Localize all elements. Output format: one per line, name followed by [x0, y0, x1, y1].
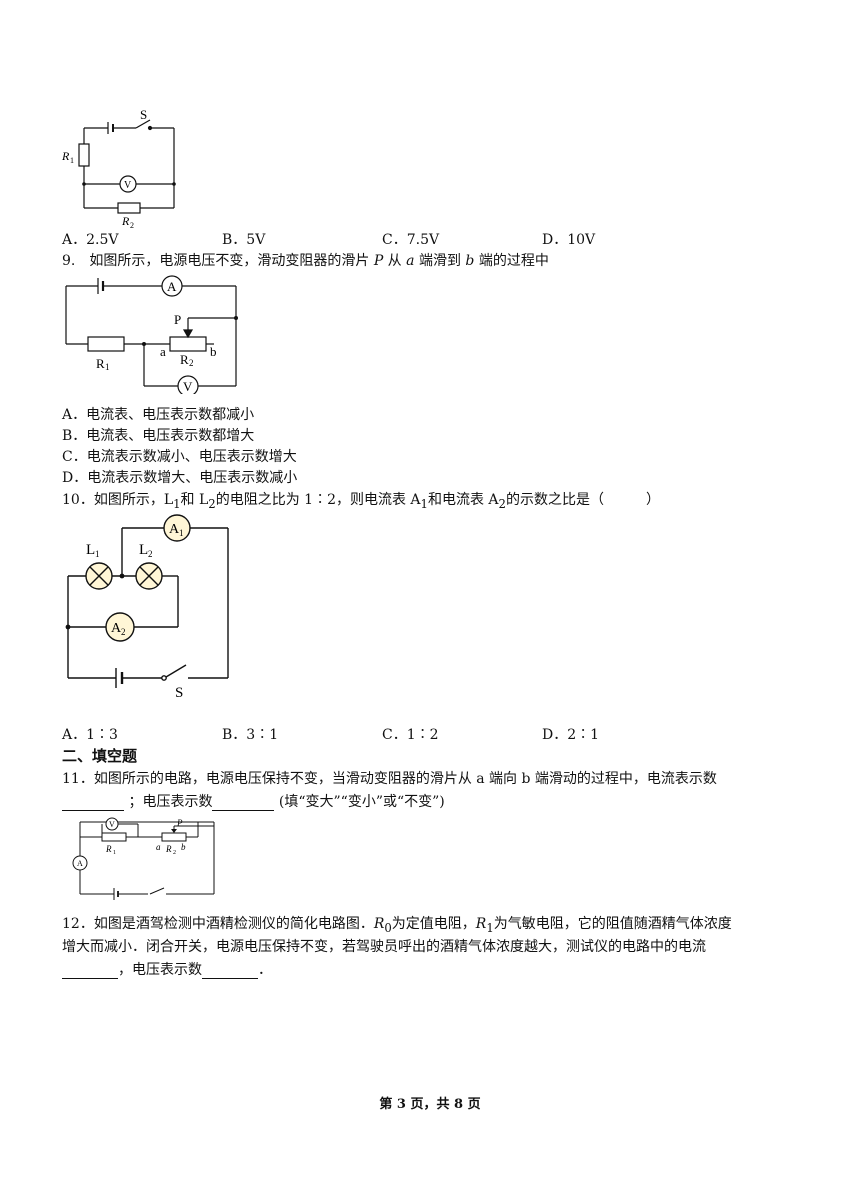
q8-label-s: S	[140, 108, 147, 122]
q8-switch	[135, 119, 151, 129]
q10-question-stem: 10．如图所示，L1和 L2的电阻之比为 1∶2，则电流表 A1和电流表 A2的…	[62, 492, 660, 511]
q8-option-a: A．2.5V	[62, 232, 119, 248]
q9-r1-resistor	[87, 336, 125, 352]
q11-answer-blank-1[interactable]	[62, 794, 124, 811]
q8-option-d: D．10V	[542, 232, 596, 248]
q8-option-b: B．5V	[222, 232, 266, 248]
q11-label-b-end: b	[181, 842, 186, 852]
q10-label-l2: L	[139, 542, 148, 558]
q11-r1-resistor	[101, 832, 127, 842]
svg-text:1: 1	[105, 362, 110, 372]
q8-label-r1: R	[61, 149, 70, 163]
q9-option-c: C．电流表示数减小、电压表示数增大	[62, 449, 297, 465]
q9-label-a: A	[167, 279, 177, 294]
q9-option-b: B．电流表、电压表示数都增大	[62, 428, 255, 444]
q9-option-a: A．电流表、电压表示数都减小	[62, 407, 255, 423]
q11-label-r2: R	[165, 844, 172, 854]
q8-option-c: C．7.5V	[382, 232, 440, 248]
q10-circuit-diagram: A 1 L 1 L 2 A 2 S	[65, 514, 229, 701]
q11-question-stem-line1: 11．如图所示的电路，电源电压保持不变，当滑动变阻器的滑片从 a 端向 b 端滑…	[62, 771, 717, 787]
q12-question-stem-line1: 12．如图是酒驾检测中酒精检测仪的简化电路图．R0为定值电阻，R1为气敏电阻，它…	[62, 916, 732, 935]
q10-option-a: A．1∶3	[62, 727, 118, 743]
q9-slider-arrow	[182, 329, 194, 339]
q9-label-p: P	[174, 312, 181, 327]
svg-text:2: 2	[121, 627, 126, 637]
q11-label-r1: R	[105, 844, 112, 854]
q9-label-v: V	[183, 379, 193, 394]
q9-label-r2: R	[180, 352, 189, 367]
q11-r2-rheostat	[161, 832, 187, 842]
q11-label-a-end: a	[156, 842, 161, 852]
q11-switch	[149, 887, 165, 895]
q10-option-c: C．1∶2	[382, 727, 439, 743]
q10-option-d: D．2∶1	[542, 727, 600, 743]
q8-label-v: V	[124, 180, 132, 191]
q10-option-b: B．3∶1	[222, 727, 279, 743]
q12-answer-blank-1[interactable]	[62, 962, 118, 979]
page-footer: 第 3 页，共 8 页	[379, 1097, 481, 1112]
q8-circuit-diagram: S R 1 V R 2	[61, 108, 176, 230]
q8-label-r2: R	[121, 214, 130, 228]
svg-text:1: 1	[70, 156, 74, 165]
q12-question-stem-line2: 增大而减小．闭合开关，电源电压保持不变，若驾驶员呼出的酒精气体浓度越大，测试仪的…	[62, 939, 706, 955]
q9-option-d: D．电流表示数增大、电压表示数减小	[62, 470, 298, 486]
q12-answer-blank-2[interactable]	[202, 962, 258, 979]
svg-text:2: 2	[130, 221, 134, 230]
q11-label-v: V	[109, 820, 115, 829]
q8-r2-resistor	[117, 202, 141, 214]
svg-text:1: 1	[95, 549, 100, 559]
svg-text:1: 1	[179, 528, 184, 538]
q10-switch	[165, 664, 187, 678]
q11-circuit-diagram: V A R 1 P a R 2 b	[72, 817, 215, 900]
q8-r1-resistor	[78, 143, 90, 167]
q11-question-stem-line2: ；电压表示数 (填“变大”“变小”或“不变”)	[62, 791, 445, 811]
q9-label-b-end: b	[210, 344, 217, 359]
section-title-fill-in: 二、填空题	[62, 747, 138, 765]
q9-question-stem: 9. 如图所示，电源电压不变，滑动变阻器的滑片 P 从 a 端滑到 b 端的过程…	[62, 253, 549, 269]
q9-label-a-end: a	[160, 344, 166, 359]
q10-label-s: S	[175, 685, 183, 701]
q9-r2-rheostat	[169, 336, 207, 352]
svg-text:2: 2	[148, 549, 153, 559]
q10-label-a1: A	[169, 522, 180, 537]
q11-label-p: P	[176, 818, 183, 828]
q11-label-a: A	[77, 859, 83, 868]
q11-answer-blank-2[interactable]	[212, 794, 275, 811]
q10-label-l1: L	[86, 542, 95, 558]
svg-text:1: 1	[113, 850, 116, 856]
q12-question-stem-line3: ，电压表示数 ．	[62, 959, 272, 979]
q10-label-a2: A	[111, 621, 122, 636]
svg-text:2: 2	[173, 850, 176, 856]
svg-text:2: 2	[189, 358, 194, 368]
q9-circuit-diagram: A P R 1 a R 2 b V	[65, 275, 238, 394]
q9-label-r1: R	[96, 356, 105, 371]
